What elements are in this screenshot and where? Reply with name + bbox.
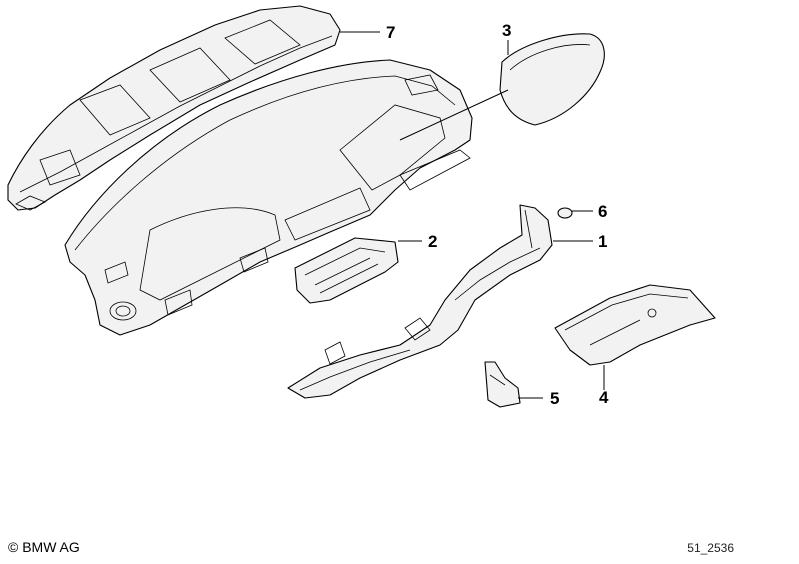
callout-6: 6: [598, 202, 608, 221]
diagram-id: 51_2536: [687, 541, 734, 555]
callout-1: 1: [598, 232, 608, 251]
part-7-upper-trim: [7, 5, 341, 211]
part-5-bracket: [484, 361, 521, 408]
leader-3-diagonal: [399, 89, 509, 141]
part-4-tray: [554, 284, 716, 366]
part-1-lower-carrier: [287, 204, 553, 399]
callout-3: 3: [502, 21, 512, 40]
copyright-text: © BMW AG: [8, 539, 80, 555]
part-6-clip: [557, 207, 573, 219]
part-2-bracket: [294, 237, 399, 304]
callout-2: 2: [428, 232, 438, 251]
callout-4: 4: [599, 388, 609, 407]
callout-7: 7: [386, 23, 396, 42]
callout-5: 5: [550, 389, 560, 408]
leader-lines: [340, 31, 605, 399]
dashboard-carrier: [64, 59, 473, 336]
part-3-cover: [499, 33, 605, 126]
